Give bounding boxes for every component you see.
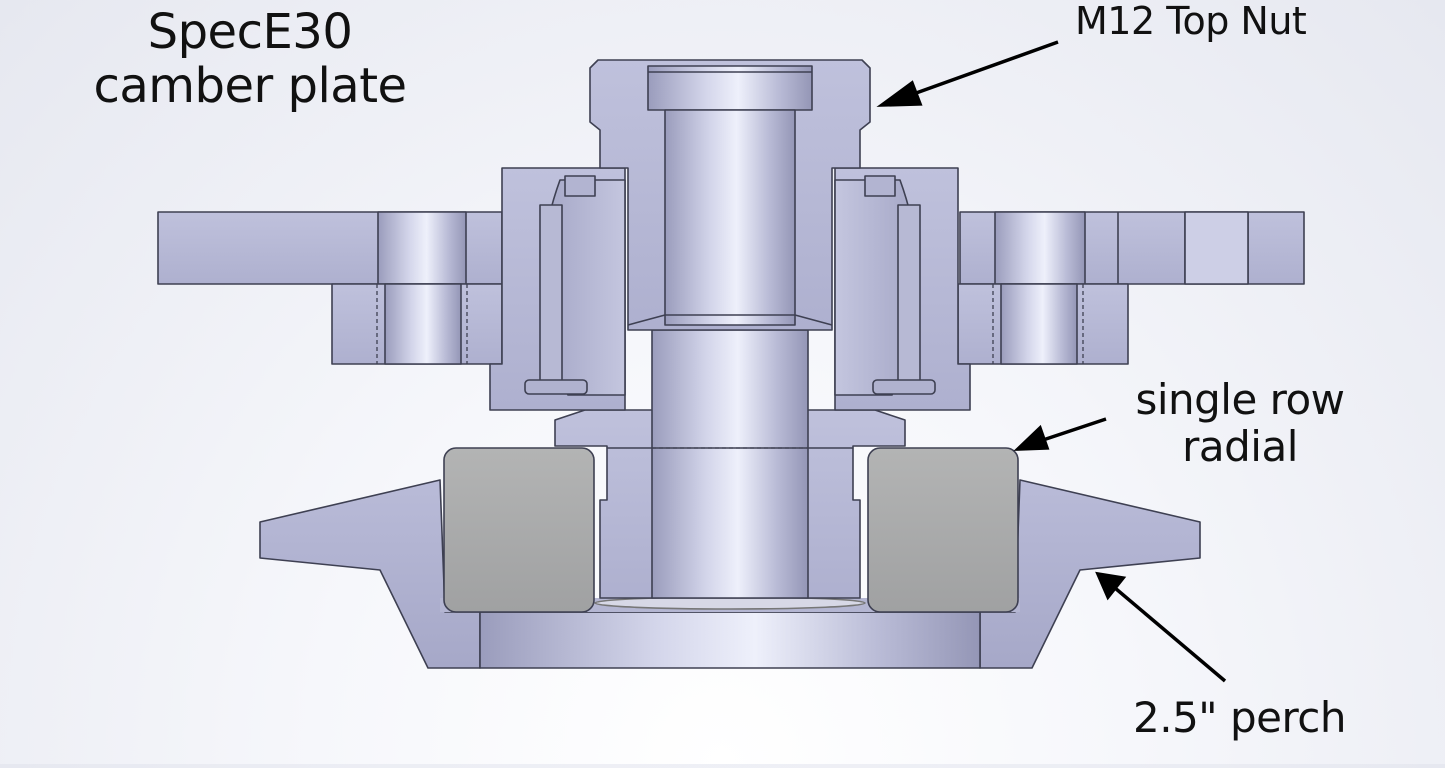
perch-base xyxy=(479,611,981,669)
title-line-1: SpecE30 xyxy=(147,4,353,60)
arrow-perch xyxy=(1113,586,1227,683)
callout-bearing-line-1: single row xyxy=(1135,375,1345,424)
arrow-bearing xyxy=(1039,417,1107,443)
bearing-right xyxy=(867,447,1019,613)
diagram-title: SpecE30 camber plate xyxy=(40,4,460,114)
callout-bearing: single row radial xyxy=(1110,376,1370,470)
callout-bearing-line-2: radial xyxy=(1182,422,1298,472)
arrow-top-nut xyxy=(904,40,1059,99)
callout-perch: 2.5" perch xyxy=(1133,693,1347,742)
lower-shaft xyxy=(651,329,809,599)
callout-top-nut: M12 Top Nut xyxy=(1075,0,1307,43)
title-line-2: camber plate xyxy=(93,57,407,114)
bearing-left xyxy=(443,447,595,613)
nut-bore xyxy=(664,109,796,326)
